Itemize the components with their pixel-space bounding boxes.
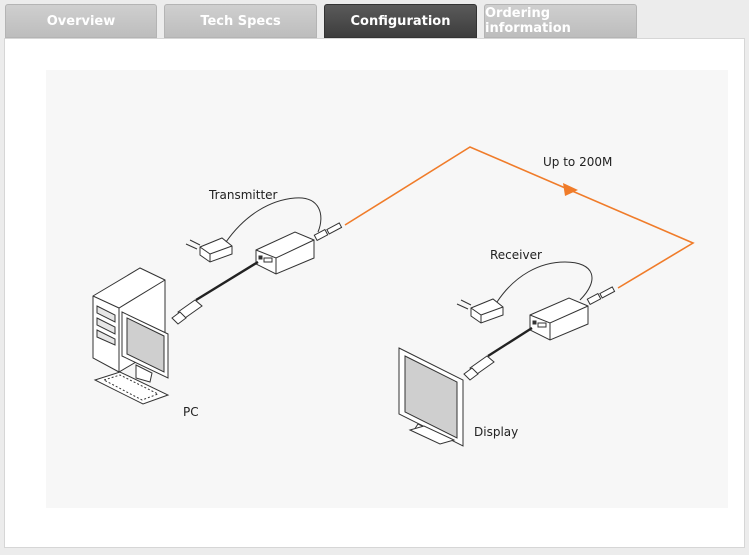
receiver-power-cable <box>496 261 593 303</box>
tab-configuration[interactable]: Configuration <box>324 4 477 38</box>
fiber-optic-cable <box>344 146 695 289</box>
receiver-label: Receiver <box>490 248 542 262</box>
tab-bar: Overview Tech Specs Configuration Orderi… <box>0 0 749 40</box>
tab-tech-specs[interactable]: Tech Specs <box>164 4 317 38</box>
distance-label: Up to 200M <box>543 155 613 169</box>
transmitter-hdmi-plug-icon <box>171 299 203 325</box>
pc-keyboard-icon <box>93 371 170 405</box>
transmitter-power-adapter-icon <box>185 237 233 263</box>
receiver-fiber-connector-icon <box>586 286 616 306</box>
transmitter-power-cable <box>225 197 322 243</box>
receiver-hdmi-plug-icon <box>463 355 495 381</box>
receiver-hdmi-cable <box>487 326 533 358</box>
transmitter-label: Transmitter <box>209 188 278 202</box>
transmitter-hdmi-cable <box>195 260 259 302</box>
receiver-power-adapter-icon <box>456 298 504 324</box>
pc-label: PC <box>183 405 199 419</box>
receiver-device-icon <box>529 297 589 341</box>
transmitter-fiber-connector-icon <box>313 222 343 242</box>
tab-overview[interactable]: Overview <box>5 4 157 38</box>
pc-monitor-icon <box>121 311 169 383</box>
display-label: Display <box>474 425 519 439</box>
direction-arrow-icon <box>563 183 578 196</box>
transmitter-device-icon <box>255 231 315 275</box>
display-monitor-icon <box>398 347 464 447</box>
tab-ordering-information[interactable]: Ordering information <box>484 4 637 38</box>
